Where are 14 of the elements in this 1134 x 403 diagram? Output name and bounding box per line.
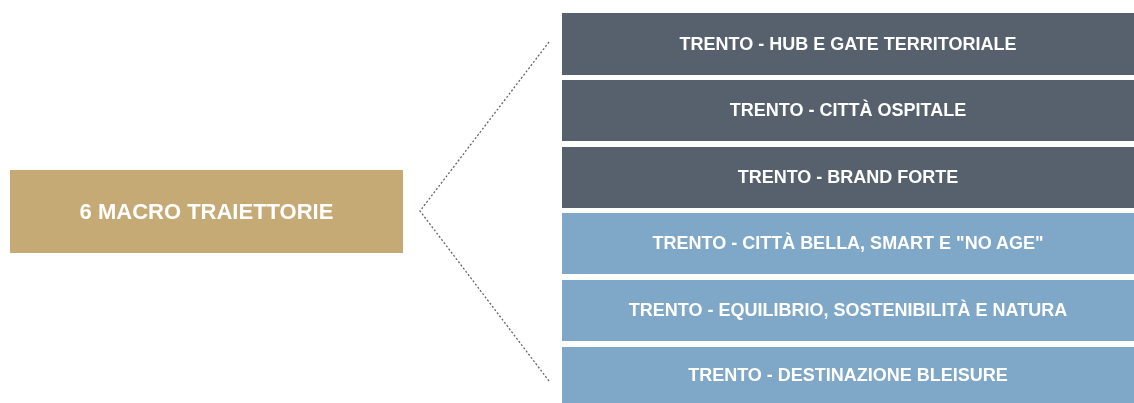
node-label: TRENTO - DESTINAZIONE BLEISURE bbox=[688, 364, 1008, 386]
node-label: TRENTO - EQUILIBRIO, SOSTENIBILITÀ E NATURA bbox=[628, 300, 1068, 321]
node-label: TRENTO - HUB E GATE TERRITORIALE bbox=[679, 33, 1017, 55]
text-box bbox=[562, 280, 1134, 341]
text-box bbox=[10, 170, 403, 253]
text-box bbox=[562, 213, 1134, 274]
node-label: 6 MACRO TRAIETTORIE bbox=[79, 198, 334, 225]
text-box bbox=[562, 13, 1134, 75]
node-label: TRENTO - CITTÀ OSPITALE bbox=[729, 100, 967, 121]
text-box bbox=[562, 347, 1134, 403]
node-label: TRENTO - CITTÀ BELLA, SMART E "NO AGE" bbox=[652, 233, 1044, 254]
text-box bbox=[562, 80, 1134, 141]
node-label: TRENTO - BRAND FORTE bbox=[737, 167, 959, 188]
text-box bbox=[562, 147, 1134, 208]
